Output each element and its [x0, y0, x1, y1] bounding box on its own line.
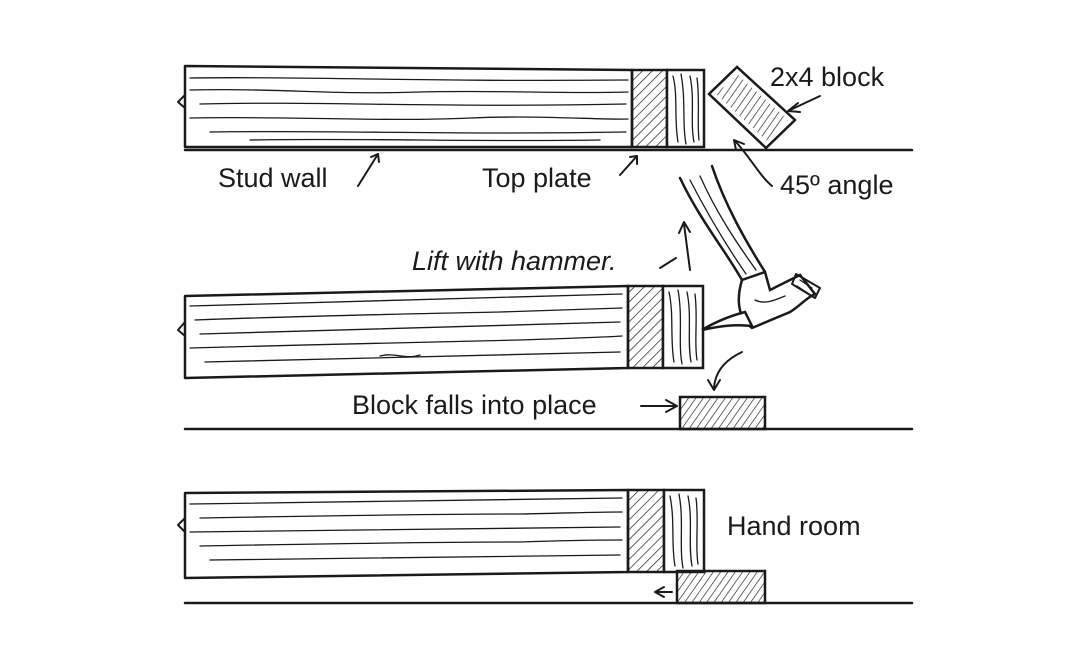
panel-1-before: 2x4 block Stud wall Top plate 45º angle: [177, 62, 914, 200]
label-stud-wall: Stud wall: [218, 163, 328, 193]
panel-2-lift: Lift with hammer. Block falls into place: [177, 164, 914, 431]
placed-block: [675, 569, 767, 605]
arrow-lift: [678, 221, 691, 271]
hammer-icon: [678, 164, 821, 332]
label-45-angle: 45º angle: [780, 170, 893, 200]
stud-wall-1: [177, 64, 634, 149]
arrow-lift-label: [659, 257, 677, 269]
angled-2x4-block: [707, 65, 797, 150]
arrow-stud-wall: [357, 153, 380, 187]
arrow-45-angle: [733, 139, 773, 187]
arrow-block-falls: [640, 399, 678, 413]
stud-wall-2: [177, 284, 630, 380]
top-plate-1: [630, 68, 706, 149]
label-hand-room: Hand room: [727, 511, 861, 541]
label-top-plate: Top plate: [482, 163, 592, 193]
stud-wall-3: [177, 488, 630, 580]
arrow-hand-room: [654, 586, 673, 598]
top-plate-3: [626, 488, 706, 574]
arrow-to-block: [787, 95, 821, 113]
arrow-top-plate: [619, 155, 638, 176]
top-plate-2: [626, 284, 705, 370]
label-lift-with-hammer: Lift with hammer.: [412, 246, 617, 276]
label-2x4-block: 2x4 block: [770, 62, 885, 92]
panel-3-result: Hand room: [177, 488, 914, 605]
arrow-block-falls-curve: [707, 351, 743, 391]
falling-block: [678, 395, 767, 431]
label-block-falls: Block falls into place: [352, 390, 597, 420]
